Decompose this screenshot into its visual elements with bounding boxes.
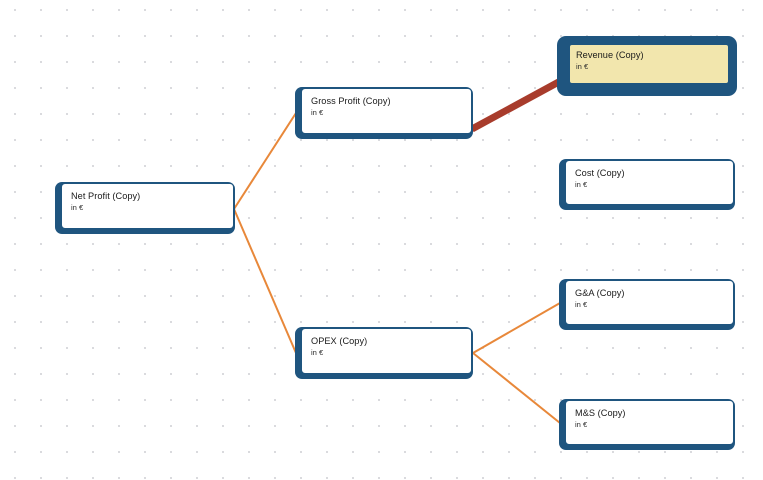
node-gna-body: G&A (Copy) in € xyxy=(565,280,734,325)
node-revenue-subtitle: in € xyxy=(576,62,589,71)
node-gross-profit-body: Gross Profit (Copy) in € xyxy=(301,88,472,134)
node-cost[interactable]: Cost (Copy) in € xyxy=(559,159,735,210)
node-gna[interactable]: G&A (Copy) in € xyxy=(559,279,735,330)
node-mns-title: M&S (Copy) xyxy=(575,408,626,418)
node-revenue-title: Revenue (Copy) xyxy=(576,50,644,60)
node-net-profit[interactable]: Net Profit (Copy) in € xyxy=(55,182,235,234)
node-gna-subtitle: in € xyxy=(575,300,588,309)
node-gross-profit[interactable]: Gross Profit (Copy) in € xyxy=(295,87,473,139)
node-opex-body: OPEX (Copy) in € xyxy=(301,328,472,374)
node-opex[interactable]: OPEX (Copy) in € xyxy=(295,327,473,379)
edge-netprofit-opex[interactable] xyxy=(233,208,297,354)
node-opex-subtitle: in € xyxy=(311,348,324,357)
edge-grossprofit-revenue[interactable] xyxy=(470,74,568,133)
node-mns[interactable]: M&S (Copy) in € xyxy=(559,399,735,450)
edge-netprofit-grossprofit[interactable] xyxy=(233,112,297,210)
edge-opex-gna[interactable] xyxy=(472,302,561,354)
node-gna-title: G&A (Copy) xyxy=(575,288,625,298)
node-mns-subtitle: in € xyxy=(575,420,588,429)
node-mns-body: M&S (Copy) in € xyxy=(565,400,734,445)
node-gross-profit-title: Gross Profit (Copy) xyxy=(311,96,391,106)
node-net-profit-title: Net Profit (Copy) xyxy=(71,191,141,201)
node-revenue-body: Revenue (Copy) in € xyxy=(569,44,729,84)
node-gross-profit-subtitle: in € xyxy=(311,108,324,117)
node-net-profit-body: Net Profit (Copy) in € xyxy=(61,183,234,229)
node-net-profit-subtitle: in € xyxy=(71,203,84,212)
node-opex-title: OPEX (Copy) xyxy=(311,336,368,346)
node-revenue[interactable]: Revenue (Copy) in € xyxy=(557,36,737,96)
edge-opex-mns[interactable] xyxy=(472,352,561,424)
node-cost-subtitle: in € xyxy=(575,180,588,189)
node-cost-body: Cost (Copy) in € xyxy=(565,160,734,205)
node-cost-title: Cost (Copy) xyxy=(575,168,625,178)
